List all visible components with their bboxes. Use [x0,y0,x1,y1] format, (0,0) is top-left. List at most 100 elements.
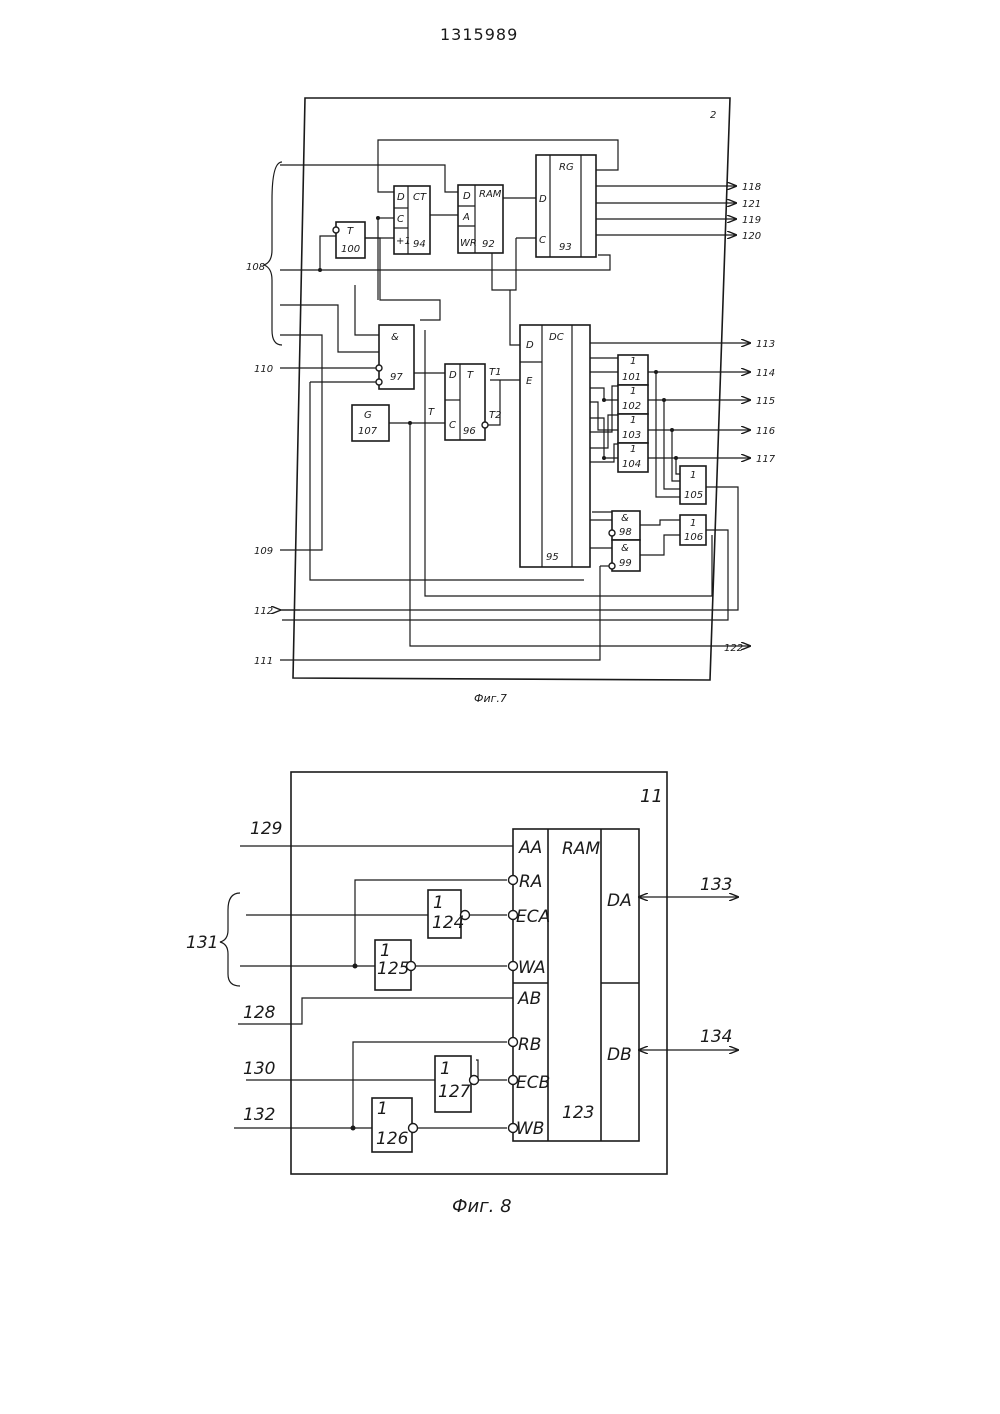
port-db: DB [607,1045,632,1065]
svg-text:DC: DC [549,332,564,343]
output-119: 119 [742,215,761,226]
svg-text:126: 126 [376,1129,409,1149]
input-130: 130 [243,1059,275,1079]
svg-text:T1: T1 [489,367,501,378]
svg-text:T: T [347,226,354,237]
svg-text:101: 101 [622,372,641,383]
fig8-caption: Фиг. 8 [452,1196,512,1217]
svg-text:D: D [397,192,405,203]
svg-text:104: 104 [622,459,641,470]
t-label: T [428,407,435,418]
svg-text:103: 103 [622,430,641,441]
svg-text:D: D [526,340,534,351]
svg-text:99: 99 [619,558,632,569]
block-dc-95: D E DC 95 [520,325,590,567]
svg-text:1: 1 [630,444,636,455]
block-and-97: & 97 [376,325,414,389]
block-or-106: 1 106 [680,515,706,545]
output-121: 121 [742,199,761,210]
port-wa: WA [518,958,546,978]
fig8-junctions [351,964,358,1131]
svg-text:&: & [621,543,629,554]
svg-text:92: 92 [482,239,495,250]
fig7-wiring [280,140,738,660]
ram-number: 123 [562,1103,594,1123]
svg-text:102: 102 [622,401,641,412]
output-118: 118 [742,182,761,193]
output-115: 115 [756,396,775,407]
ram-123: RAM 123 AA RA ECA WA AB RB ECB WB DA DB [509,829,640,1141]
svg-text:1: 1 [630,386,636,397]
svg-text:106: 106 [684,532,703,543]
svg-text:G: G [364,410,372,421]
svg-text:107: 107 [358,426,378,437]
figure-7: 2 [246,98,776,705]
output-116: 116 [756,426,775,437]
svg-text:T2: T2 [489,410,501,421]
fig7-frame [293,98,730,680]
block-rg-93: D C RG 93 [536,155,596,257]
svg-text:RAM: RAM [479,189,502,200]
svg-text:T: T [467,370,474,381]
svg-text:RG: RG [559,162,574,173]
svg-text:100: 100 [341,244,360,255]
patent-number: 1315989 [440,25,518,44]
svg-text:C: C [539,235,546,246]
inverter-124: 1 124 [428,890,470,938]
output-122: 122 [724,643,743,654]
svg-text:94: 94 [413,239,426,250]
svg-text:D: D [449,370,457,381]
svg-text:96: 96 [463,426,476,437]
bus-131-brace [220,893,240,986]
svg-text:98: 98 [619,527,632,538]
input-108: 108 [246,262,265,273]
output-114: 114 [756,368,775,379]
block-ct-94: D C +1 CT 94 [394,186,430,254]
svg-text:93: 93 [559,242,572,253]
svg-text:CT: CT [413,192,427,203]
output-113: 113 [756,339,775,350]
port-aa: AA [518,838,542,858]
inverter-126: 1 126 [372,1098,418,1152]
svg-text:97: 97 [390,372,403,383]
svg-text:1: 1 [433,893,444,913]
svg-text:1: 1 [377,1099,388,1119]
fig7-caption: Фиг.7 [474,692,507,705]
bus-108-brace [264,162,282,345]
svg-text:&: & [391,332,399,343]
svg-text:1: 1 [380,941,391,961]
port-da: DA [607,891,632,911]
svg-text:C: C [449,420,456,431]
figure-8: 11 RAM 123 AA RA [186,772,738,1217]
svg-text:&: & [621,513,629,524]
input-110: 110 [254,364,273,375]
svg-text:WR: WR [460,238,477,249]
svg-text:C: C [397,214,404,225]
svg-text:E: E [526,376,533,387]
input-112: 112 [254,606,273,617]
svg-text:1: 1 [690,518,696,529]
fig7-io-labels: 108 110 109 112 111 118 121 119 120 113 … [246,182,776,667]
svg-text:1: 1 [440,1059,451,1079]
ram-title: RAM [562,839,600,859]
input-111: 111 [254,656,273,667]
port-wb: WB [516,1119,544,1139]
block-and-99: & 99 [609,540,640,571]
port-rb: RB [518,1035,541,1055]
port-ecb: ECB [516,1073,550,1093]
output-133: 133 [700,875,732,895]
input-109: 109 [254,546,273,557]
svg-text:124: 124 [432,913,464,933]
input-128: 128 [243,1003,276,1023]
output-120: 120 [742,231,761,242]
block-or-103: 1 103 [618,414,648,443]
block-ram-92: D A WR RAM 92 [458,185,503,253]
block-t-100: T 100 [333,222,365,258]
svg-text:105: 105 [684,490,703,501]
svg-text:+1: +1 [396,236,411,247]
svg-text:D: D [539,194,547,205]
fig7-corner-label: 2 [710,110,716,121]
block-or-105: 1 105 [680,466,706,504]
port-ab: AB [517,989,541,1009]
